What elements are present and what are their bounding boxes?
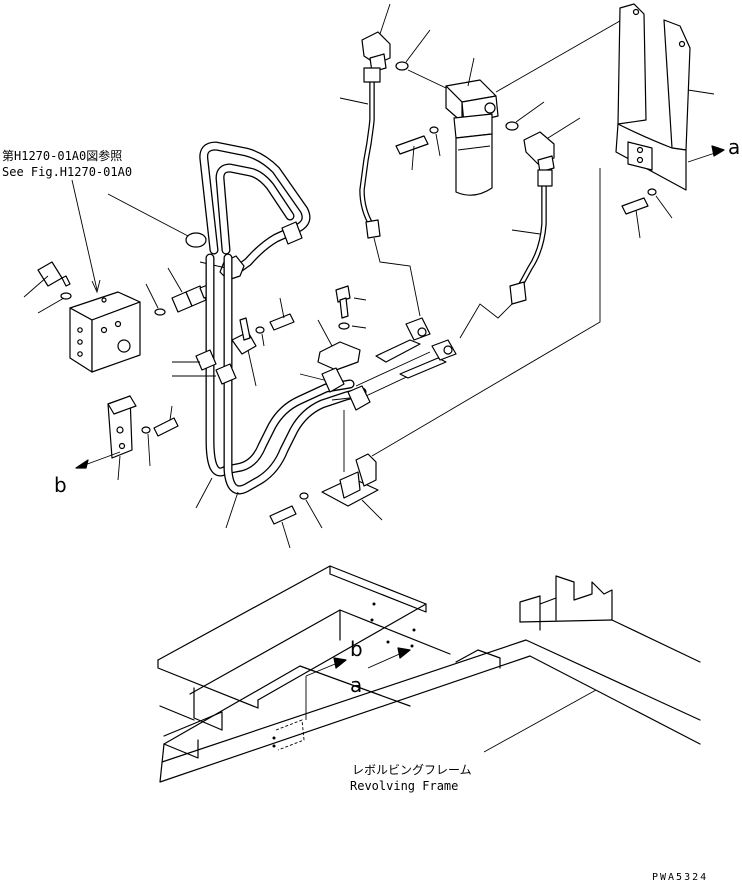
reference-note-english: See Fig.H1270-01A0 bbox=[2, 165, 132, 179]
arrow-b-head bbox=[75, 459, 89, 469]
leader-filter-washer bbox=[435, 133, 441, 157]
valve-body-left bbox=[375, 317, 431, 363]
bolt-b bbox=[153, 417, 179, 437]
valve-body-right bbox=[399, 339, 457, 379]
drawing-code: PWA5324 bbox=[652, 872, 708, 883]
washer-lower bbox=[299, 492, 309, 500]
leader-bracket-upper bbox=[687, 89, 715, 95]
o-ring-left bbox=[60, 292, 72, 300]
reference-arrowhead bbox=[91, 279, 101, 294]
leader-washer-b bbox=[147, 433, 151, 467]
center-block-1 bbox=[321, 367, 345, 393]
leader-center-bolt bbox=[353, 297, 367, 301]
leader-bolt-b bbox=[169, 405, 173, 421]
plug-fitting bbox=[37, 261, 71, 287]
reference-leader bbox=[71, 179, 98, 291]
frame-arrow-a-head bbox=[397, 647, 411, 659]
oring-to-filter-line bbox=[407, 69, 447, 89]
leader-oring-right bbox=[515, 101, 545, 123]
leader-clamp-blocks bbox=[172, 361, 216, 377]
frame-label-japanese: レボルビングフレーム bbox=[352, 763, 472, 777]
elbow-fitting-top bbox=[361, 31, 391, 73]
elbow-fitting-right bbox=[523, 131, 555, 173]
leader-hose-upper bbox=[339, 97, 369, 105]
frame-arrow-a-line bbox=[367, 651, 405, 669]
leader-filter bbox=[467, 57, 475, 87]
bolt-small bbox=[269, 313, 295, 331]
arrow-a-head bbox=[711, 145, 725, 157]
leader-center-block-2 bbox=[331, 397, 351, 401]
leader-washer-upper-right bbox=[655, 195, 673, 219]
bolt-upper-right bbox=[621, 197, 649, 215]
view-marker-a: a bbox=[728, 135, 740, 159]
clamp-block-right bbox=[215, 363, 237, 385]
center-washer bbox=[338, 322, 350, 330]
reference-line-a bbox=[371, 168, 601, 457]
leader-elbow-right bbox=[547, 117, 581, 139]
main-pipe-loop bbox=[205, 253, 367, 495]
frame-label-leader bbox=[483, 689, 597, 753]
clamp-block-left bbox=[195, 349, 217, 371]
leader-ring bbox=[107, 193, 189, 237]
view-marker-b: b bbox=[54, 473, 67, 497]
small-clamp bbox=[231, 317, 257, 355]
bracket-b bbox=[107, 395, 137, 459]
leader-loop-2 bbox=[225, 491, 239, 529]
o-ring-top bbox=[395, 61, 409, 71]
washer-b bbox=[141, 426, 151, 434]
filter-washer bbox=[429, 126, 439, 134]
frame-view-marker-b: b bbox=[350, 637, 363, 661]
leader-bolt-upper-right bbox=[635, 209, 641, 239]
leader-center-block-1 bbox=[299, 373, 325, 381]
hose-to-valve bbox=[373, 237, 421, 317]
leader-small-clamp bbox=[247, 349, 257, 387]
leader-oring-mid bbox=[145, 283, 159, 309]
o-ring-right bbox=[505, 121, 519, 131]
filter-bolt bbox=[395, 135, 429, 155]
leader-oring-top bbox=[405, 29, 431, 63]
bracket-a-upper bbox=[615, 3, 691, 191]
leader-center-plate bbox=[317, 319, 333, 347]
filter-to-bracket-line bbox=[495, 13, 633, 93]
leader-bolt-lower bbox=[281, 521, 291, 549]
pipe-to-valve-line bbox=[355, 351, 431, 387]
leader-elbow-top bbox=[379, 3, 391, 35]
center-bolt bbox=[335, 285, 351, 319]
frame-arrow-b-line bbox=[305, 661, 341, 677]
leader-bolt-small bbox=[279, 297, 285, 319]
o-ring-middle bbox=[154, 308, 166, 316]
frame-label-english: Revolving Frame bbox=[350, 779, 458, 793]
filter-unit bbox=[445, 79, 499, 196]
hose-to-valve-2 bbox=[459, 303, 513, 339]
pipe-clamp-ring bbox=[185, 232, 207, 248]
leader-loop-1 bbox=[195, 477, 213, 509]
leader-washer-lower bbox=[305, 499, 323, 529]
washer-small bbox=[255, 326, 265, 334]
frame-view-marker-a: a bbox=[350, 673, 362, 697]
arrow-b-line bbox=[81, 451, 121, 467]
leader-plug bbox=[23, 275, 49, 298]
leader-bracket-lower bbox=[361, 499, 383, 521]
bolt-lower bbox=[269, 505, 297, 525]
valve-block bbox=[69, 291, 141, 373]
revolving-frame bbox=[157, 565, 701, 783]
reference-note-japanese: 第H1270-01A0図参照 bbox=[2, 148, 122, 163]
leader-connector bbox=[167, 267, 183, 293]
frame-arrow-b-head bbox=[333, 657, 347, 669]
leader-oring-left bbox=[37, 297, 65, 314]
leader-center-washer bbox=[351, 325, 367, 329]
bracket-a-lower bbox=[321, 453, 379, 507]
washer-upper-right bbox=[647, 188, 657, 196]
upper-pipe-bundle bbox=[199, 141, 311, 277]
center-block-2 bbox=[347, 385, 371, 411]
hose-lower bbox=[509, 169, 553, 305]
leader-bracket-b bbox=[117, 455, 121, 481]
leader-hose-lower bbox=[511, 229, 541, 235]
leader-filter-bolt bbox=[411, 145, 415, 171]
leader-washer-small bbox=[261, 333, 265, 347]
center-clamp-plate bbox=[317, 341, 361, 371]
hose-upper bbox=[359, 67, 381, 239]
